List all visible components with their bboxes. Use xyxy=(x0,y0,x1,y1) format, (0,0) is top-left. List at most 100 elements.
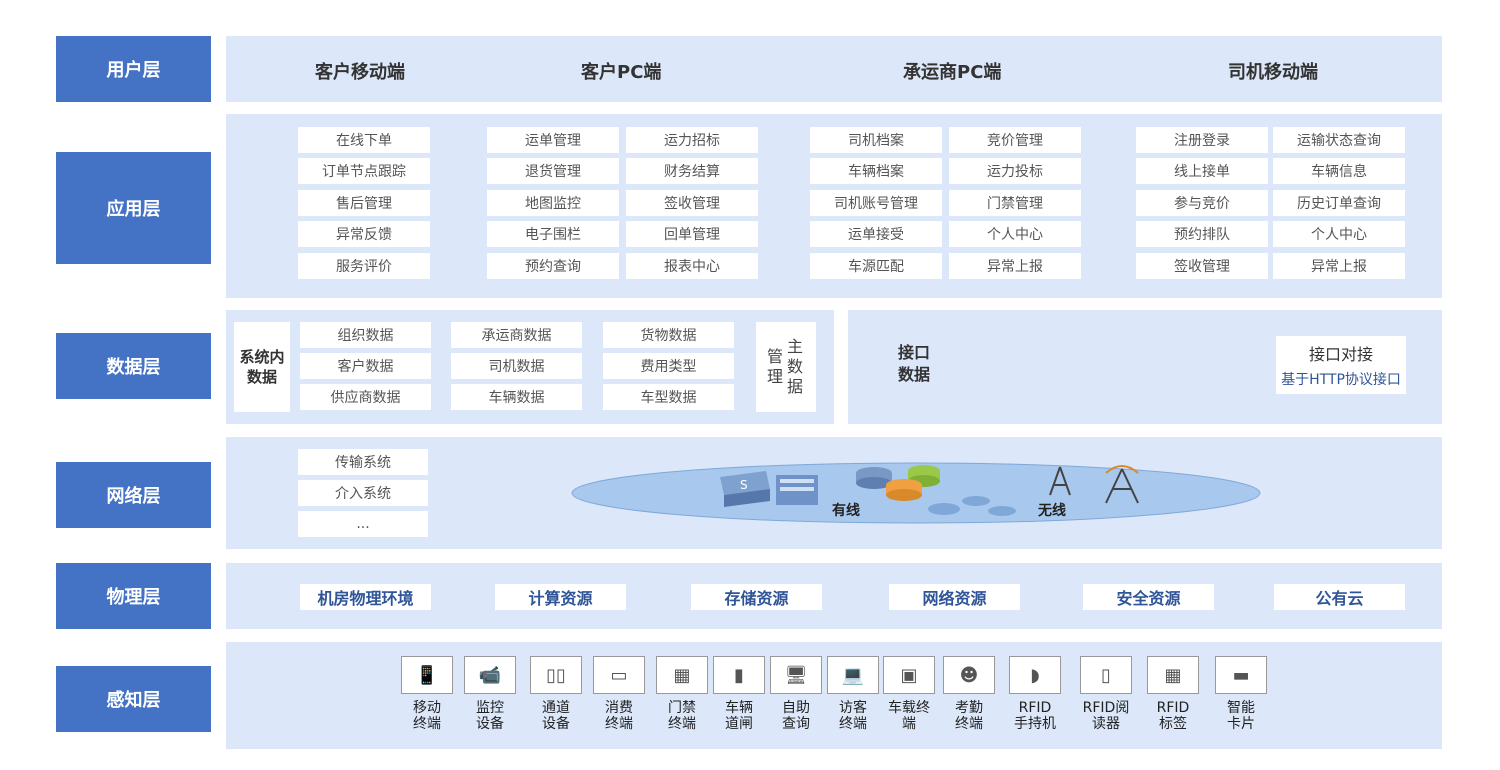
app-module-item: 司机档案 xyxy=(810,127,942,153)
sensing-device: ▯ RFID阅 读器 xyxy=(1076,656,1136,732)
physical-resource-item: 公有云 xyxy=(1274,584,1405,610)
turnstile-gate-icon: ▯▯ xyxy=(530,656,582,694)
sensing-device: ▬ 智能 卡片 xyxy=(1211,656,1271,732)
svg-text:据: 据 xyxy=(787,377,803,396)
sensing-device: ▣ 车载终 端 xyxy=(879,656,939,732)
svg-text:数: 数 xyxy=(787,357,803,376)
surveillance-camera-icon: 📹 xyxy=(464,656,516,694)
rfid-reader-icon: ▯ xyxy=(1080,656,1132,694)
sensing-device-label: RFID 标签 xyxy=(1156,700,1190,732)
sensing-device: ☻考勤 终端 xyxy=(939,656,999,732)
signal-tower-icon xyxy=(1105,465,1139,504)
app-module-item: 车辆信息 xyxy=(1273,158,1405,184)
sensing-device-label: 消费 终端 xyxy=(605,700,633,732)
sensing-device-label: 考勤 终端 xyxy=(955,700,983,732)
user-customer-pc: 客户PC端 xyxy=(581,62,662,83)
sensing-device: ◗RFID 手持机 xyxy=(1005,656,1065,732)
sensing-device-label: 智能 卡片 xyxy=(1227,700,1255,732)
user-layer-band xyxy=(226,36,1442,102)
app-module-item: 参与竞价 xyxy=(1136,190,1268,216)
internal-data-title: 系统内 数据 xyxy=(234,322,290,412)
sensing-device-label: 通道 设备 xyxy=(542,700,570,732)
sensing-device-label: 访客 终端 xyxy=(839,700,867,732)
physical-resource-item: 机房物理环境 xyxy=(300,584,431,610)
sensing-device: ▦ RFID 标签 xyxy=(1143,656,1203,732)
app-module-item: 预约排队 xyxy=(1136,221,1268,247)
data-item: 供应商数据 xyxy=(300,384,431,410)
network-system-item: ... xyxy=(298,511,428,537)
app-module-item: 售后管理 xyxy=(298,190,430,216)
app-module-item: 报表中心 xyxy=(626,253,758,279)
layer-label-user: 用户层 xyxy=(56,36,211,102)
app-module-item: 历史订单查询 xyxy=(1273,190,1405,216)
sensing-device-label: 门禁 终端 xyxy=(668,700,696,732)
wired-label: 有线 xyxy=(832,502,860,519)
svg-text:管: 管 xyxy=(767,347,783,366)
app-module-item: 运单接受 xyxy=(810,221,942,247)
sensing-device-label: RFID阅 读器 xyxy=(1082,700,1130,732)
app-module-item: 异常反馈 xyxy=(298,221,430,247)
sensing-device-label: 自助 查询 xyxy=(782,700,810,732)
switch-icon: S xyxy=(720,471,770,507)
app-module-item: 车辆档案 xyxy=(810,158,942,184)
svg-text:主: 主 xyxy=(787,337,803,356)
master-data-title: 主 数 据 管 理 xyxy=(767,337,803,396)
physical-resource-item: 安全资源 xyxy=(1083,584,1214,610)
data-item: 承运商数据 xyxy=(451,322,582,348)
mobile-phone-icon: 📱 xyxy=(401,656,453,694)
layer-label-network: 网络层 xyxy=(56,462,211,528)
app-module-item: 退货管理 xyxy=(487,158,619,184)
app-module-item: 运输状态查询 xyxy=(1273,127,1405,153)
sensing-device-label: 车载终 端 xyxy=(888,700,930,732)
app-module-item: 在线下单 xyxy=(298,127,430,153)
layer-label-sensing: 感知层 xyxy=(56,666,211,732)
sensing-device: 📹监控 设备 xyxy=(460,656,520,732)
data-item: 车型数据 xyxy=(603,384,734,410)
data-item: 组织数据 xyxy=(300,322,431,348)
interface-note-box: 接口对接 基于HTTP协议接口 xyxy=(1276,336,1406,394)
sensing-device: ▮车辆 道闸 xyxy=(709,656,769,732)
app-module-item: 线上接单 xyxy=(1136,158,1268,184)
sensing-device: 💻 访客 终端 xyxy=(823,656,883,732)
app-module-item: 预约查询 xyxy=(487,253,619,279)
app-module-item: 个人中心 xyxy=(949,221,1081,247)
app-module-item: 签收管理 xyxy=(1136,253,1268,279)
app-module-item: 签收管理 xyxy=(626,190,758,216)
layer-label-app: 应用层 xyxy=(56,152,211,264)
rfid-tag-icon: ▦ xyxy=(1147,656,1199,694)
app-module-item: 运力招标 xyxy=(626,127,758,153)
app-module-item: 电子围栏 xyxy=(487,221,619,247)
data-item: 货物数据 xyxy=(603,322,734,348)
smart-card-icon: ▬ xyxy=(1215,656,1267,694)
app-module-item: 运单管理 xyxy=(487,127,619,153)
app-module-item: 车源匹配 xyxy=(810,253,942,279)
user-customer-mobile: 客户移动端 xyxy=(315,62,405,83)
app-module-item: 财务结算 xyxy=(626,158,758,184)
vehicle-terminal-icon: ▣ xyxy=(883,656,935,694)
sensing-device: ▦ 门禁 终端 xyxy=(652,656,712,732)
visitor-terminal-icon: 💻 xyxy=(827,656,879,694)
app-module-item: 地图监控 xyxy=(487,190,619,216)
network-system-item: 介入系统 xyxy=(298,480,428,506)
svg-text:理: 理 xyxy=(767,367,783,386)
data-item: 车辆数据 xyxy=(451,384,582,410)
sensing-device: ▭ 消费 终端 xyxy=(589,656,649,732)
antenna-tower-icon xyxy=(1049,466,1071,496)
rfid-handheld-icon: ◗ xyxy=(1009,656,1061,694)
user-carrier-pc: 承运商PC端 xyxy=(903,62,1002,83)
interface-data-title: 接口 数据 xyxy=(898,343,931,384)
barrier-gate-icon: ▮ xyxy=(713,656,765,694)
user-driver-mobile: 司机移动端 xyxy=(1228,62,1318,83)
circuit-board-icon: ▦ xyxy=(656,656,708,694)
data-item: 费用类型 xyxy=(603,353,734,379)
app-module-item: 竞价管理 xyxy=(949,127,1081,153)
sensing-device: 🖥自助 查询 xyxy=(766,656,826,732)
app-module-item: 门禁管理 xyxy=(949,190,1081,216)
sensing-device: 📱移动 终端 xyxy=(397,656,457,732)
wireless-label: 无线 xyxy=(1037,502,1066,519)
layer-label-data: 数据层 xyxy=(56,333,211,399)
physical-resource-item: 计算资源 xyxy=(495,584,626,610)
app-module-item: 注册登录 xyxy=(1136,127,1268,153)
physical-resource-item: 网络资源 xyxy=(889,584,1020,610)
pos-terminal-icon: ▭ xyxy=(593,656,645,694)
